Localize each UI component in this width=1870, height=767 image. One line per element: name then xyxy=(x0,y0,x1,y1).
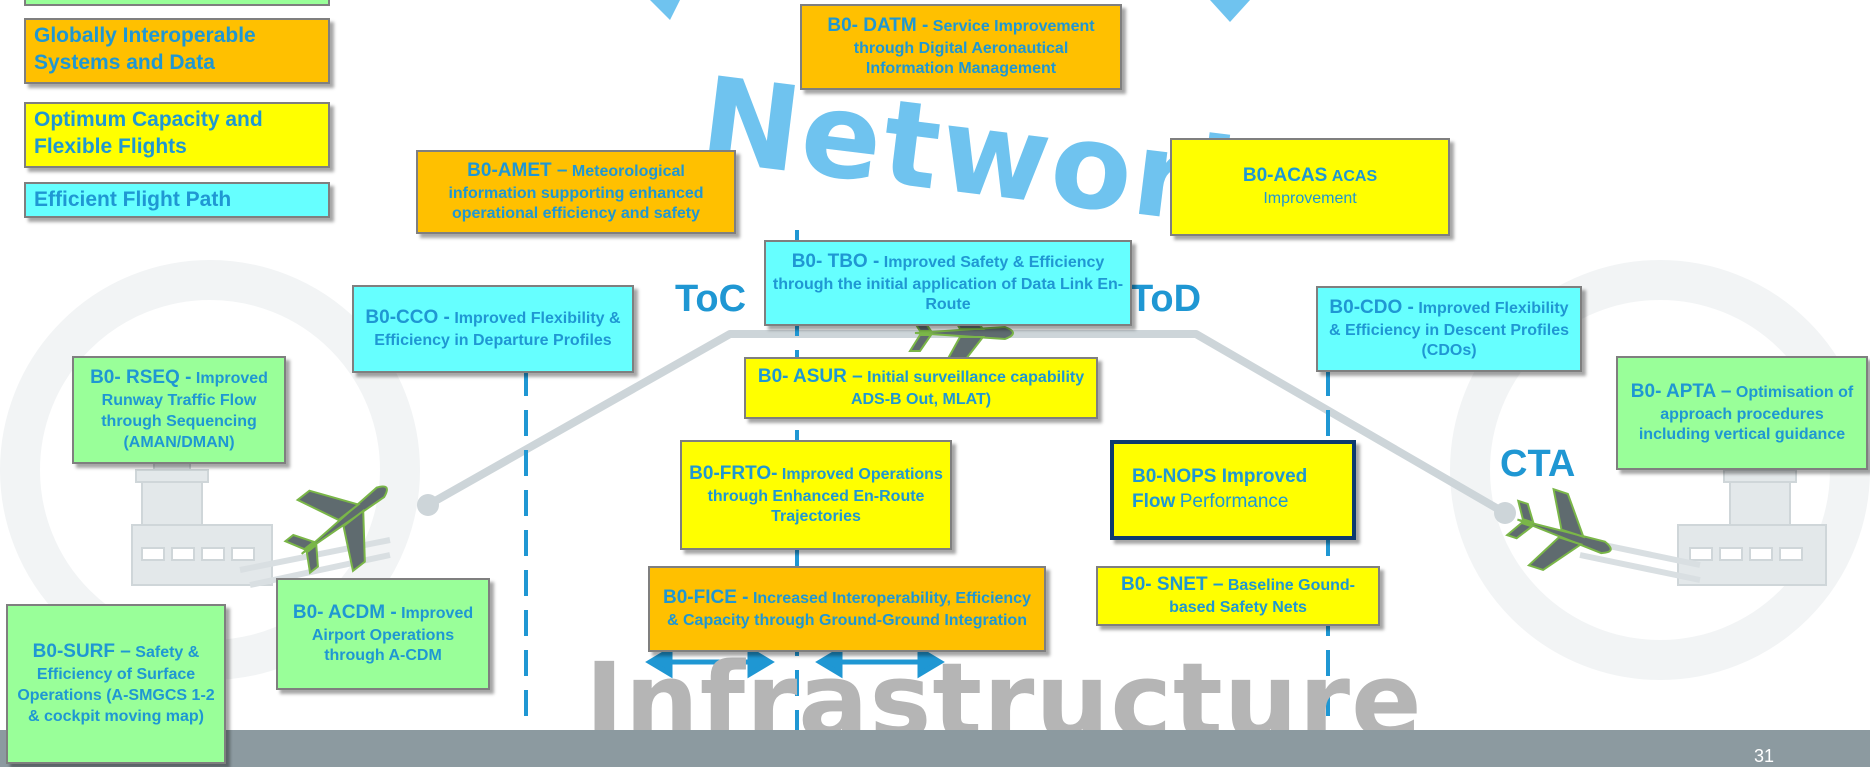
background-circle-right xyxy=(1450,260,1870,680)
module-cco[interactable]: B0-CCO - Improved Flexibility & Efficien… xyxy=(352,285,634,373)
legend-top-fragment xyxy=(24,0,330,6)
module-rseq[interactable]: B0- RSEQ - Improved Runway Traffic Flow … xyxy=(72,356,286,464)
cta-label: CTA xyxy=(1500,443,1576,485)
module-apta-code: B0- APTA – xyxy=(1630,380,1732,402)
module-acdm-desc: Improved Airport Operations through A-CD… xyxy=(311,604,474,665)
toc-label: ToC xyxy=(675,278,747,320)
tod-label: ToD xyxy=(1130,278,1202,320)
module-datm[interactable]: B0- DATM - Service Improvement through D… xyxy=(800,4,1122,90)
path-end-dot xyxy=(1494,502,1516,524)
watermark-top-fragment xyxy=(650,0,1250,22)
module-nops[interactable]: B0-NOPS Improved Flow Performance xyxy=(1110,440,1356,540)
airplane-climb-icon xyxy=(283,485,388,575)
legend-item-capacity: Optimum Capacity and Flexible Flights xyxy=(24,102,330,168)
module-cdo-code: B0-CDO - xyxy=(1329,296,1414,318)
legend-item-interoperable: Globally Interoperable Systems and Data xyxy=(24,18,330,84)
double-arrow-left-icon xyxy=(645,645,775,679)
module-snet-code: B0- SNET – xyxy=(1121,574,1224,596)
module-asur-desc: Initial surveillance capability ADS-B Ou… xyxy=(850,369,1085,408)
module-cco-code: B0-CCO - xyxy=(365,307,450,329)
module-cco-desc: Improved Flexibility & Efficiency in Dep… xyxy=(374,310,621,349)
module-acas-desc: Improvement xyxy=(1263,189,1357,207)
module-apta-desc: Optimisation of approach procedures incl… xyxy=(1638,383,1854,444)
module-acas-code: B0-ACAS xyxy=(1242,165,1328,187)
module-frto-desc: Improved Operations through Enhanced En-… xyxy=(707,465,943,526)
module-amet-desc: Meteorological information supporting en… xyxy=(448,162,704,223)
module-nops-desc-bold: Flow xyxy=(1132,491,1176,512)
module-nops-code: B0-NOPS Improved xyxy=(1132,466,1308,488)
module-rseq-code: B0- RSEQ - xyxy=(90,367,192,389)
module-surf-desc: Safety & Efficiency of Surface Operation… xyxy=(17,644,215,725)
module-surf-code: B0-SURF – xyxy=(32,641,131,663)
legend-item-flight-path: Efficient Flight Path xyxy=(24,182,330,218)
module-acdm[interactable]: B0- ACDM - Improved Airport Operations t… xyxy=(276,578,490,690)
module-datm-desc: Service Improvement through Digital Aero… xyxy=(853,17,1095,78)
footer-bar xyxy=(0,730,1870,767)
module-acdm-code: B0- ACDM - xyxy=(292,601,397,623)
module-surf[interactable]: B0-SURF – Safety & Efficiency of Surface… xyxy=(6,604,226,764)
module-snet-desc: Baseline Gound-based Safety Nets xyxy=(1169,577,1355,616)
module-acas-desc-bold: ACAS xyxy=(1331,168,1378,186)
module-asur-code: B0- ASUR – xyxy=(757,366,863,388)
module-amet[interactable]: B0-AMET – Meteorological information sup… xyxy=(416,150,736,234)
module-fice-desc: Increased Interoperability, Efficiency &… xyxy=(667,590,1031,629)
module-cdo-desc: Improved Flexibility & Efficiency in Des… xyxy=(1328,299,1570,360)
module-cdo[interactable]: B0-CDO - Improved Flexibility & Efficien… xyxy=(1316,286,1582,372)
module-tbo[interactable]: B0- TBO - Improved Safety & Efficiency t… xyxy=(764,240,1132,326)
module-tbo-code: B0- TBO - xyxy=(791,250,880,272)
module-tbo-desc: Improved Safety & Efficiency through the… xyxy=(772,253,1124,314)
module-snet[interactable]: B0- SNET – Baseline Gound-based Safety N… xyxy=(1096,566,1380,626)
module-frto[interactable]: B0-FRTO- Improved Operations through Enh… xyxy=(680,440,952,550)
airplane-descent-icon xyxy=(1505,487,1612,572)
module-frto-code: B0-FRTO- xyxy=(689,462,778,484)
module-nops-desc: Performance xyxy=(1179,491,1289,512)
module-rseq-desc: Improved Runway Traffic Flow through Seq… xyxy=(101,370,268,451)
module-apta[interactable]: B0- APTA – Optimisation of approach proc… xyxy=(1616,356,1868,470)
module-asur[interactable]: B0- ASUR – Initial surveillance capabili… xyxy=(744,357,1098,419)
path-start-dot xyxy=(417,494,439,516)
page-number: 31 xyxy=(1753,746,1774,766)
module-amet-code: B0-AMET – xyxy=(467,159,568,181)
module-fice[interactable]: B0-FICE - Increased Interoperability, Ef… xyxy=(648,566,1046,652)
module-acas[interactable]: B0-ACAS ACAS Improvement xyxy=(1170,138,1450,236)
module-fice-code: B0-FICE - xyxy=(663,587,749,609)
double-arrow-right-icon xyxy=(815,645,945,679)
module-datm-code: B0- DATM - xyxy=(827,14,929,36)
